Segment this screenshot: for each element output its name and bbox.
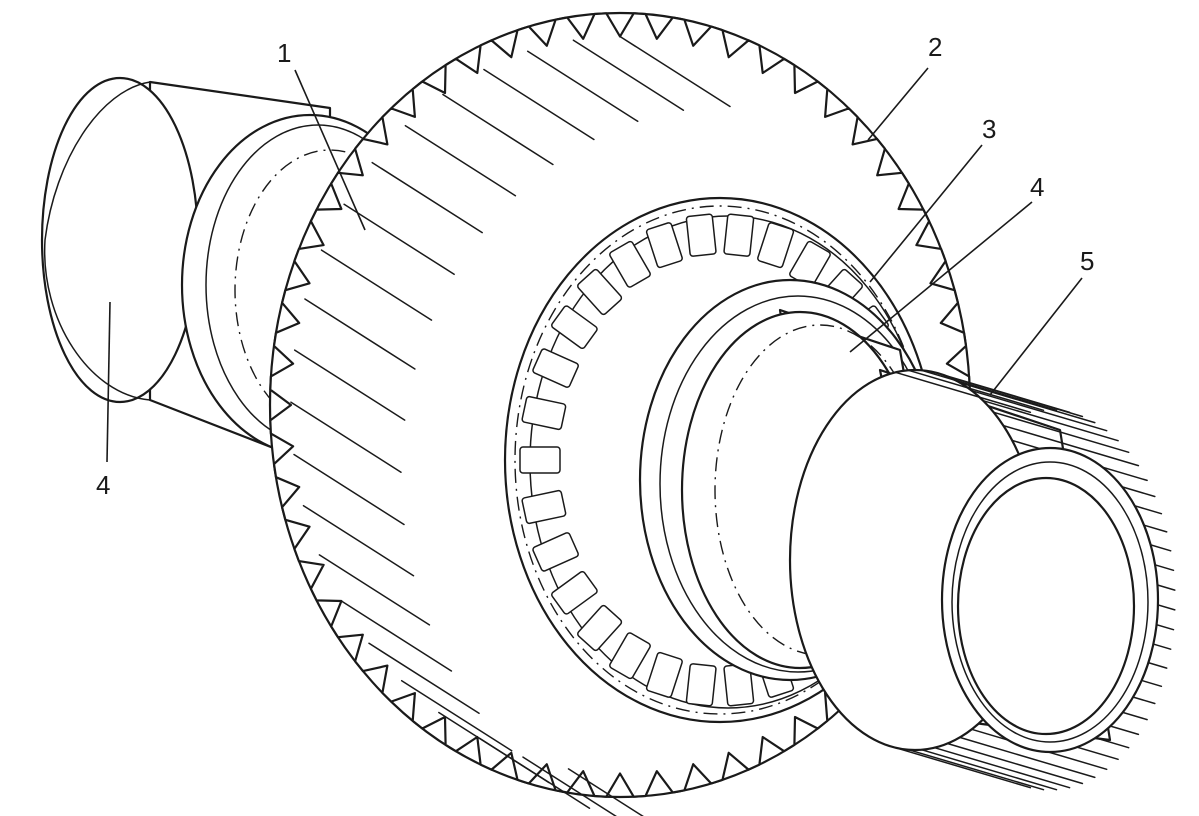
spline-ridge <box>907 369 1045 412</box>
ring-slot <box>577 268 623 316</box>
helix-flank <box>368 642 480 715</box>
helix-flank <box>567 768 644 816</box>
part-labels: 1 2 3 4 5 4 <box>96 32 1094 500</box>
spline-ridge <box>920 369 1058 412</box>
ring-slot <box>685 213 717 257</box>
leader-2 <box>867 67 929 141</box>
helix-flank <box>619 35 731 108</box>
helix-flank <box>522 756 617 816</box>
helix-flank <box>340 600 453 672</box>
spline-ridge <box>894 371 1032 414</box>
spline-ridge <box>946 375 1084 418</box>
helix-flank <box>343 203 455 276</box>
ring-slot <box>521 489 567 525</box>
helix-flank <box>442 93 554 166</box>
label-2: 2 <box>928 32 942 62</box>
leader-3 <box>869 144 983 283</box>
helix-flank <box>438 711 550 784</box>
helix-flank <box>290 401 402 473</box>
helix-flank <box>320 249 433 321</box>
leader-5 <box>989 277 1083 396</box>
helix-flank <box>293 349 406 421</box>
helix-flank <box>483 68 595 141</box>
ring-slot <box>519 446 561 474</box>
splined-shaft <box>788 368 1176 791</box>
ring-slot <box>551 570 598 615</box>
ring-slot <box>609 632 651 680</box>
gear-helix-flanks <box>290 35 731 816</box>
leader-4-top <box>849 201 1033 353</box>
label-1: 1 <box>277 38 291 68</box>
helix-flank <box>304 298 416 370</box>
ring-slot <box>609 240 651 288</box>
helix-flank <box>404 124 517 197</box>
label-5: 5 <box>1080 246 1094 276</box>
leader-1 <box>294 69 366 231</box>
helix-flank <box>318 554 431 626</box>
ring-slot <box>723 213 755 257</box>
spline-ridge <box>894 746 1032 789</box>
label-3: 3 <box>982 114 996 144</box>
spline-ridge <box>970 389 1108 432</box>
label-4-left: 4 <box>96 470 110 500</box>
helix-flank <box>572 39 685 111</box>
label-4-top: 4 <box>1030 172 1044 202</box>
spline-ridge <box>920 748 1058 791</box>
ring-slot <box>685 663 717 707</box>
ring-slot <box>532 532 579 572</box>
spline-ridge <box>992 411 1130 454</box>
spline-ridge <box>907 748 1045 791</box>
helix-flank <box>302 504 415 577</box>
spline-ridge <box>933 746 1071 789</box>
helix-flank <box>400 679 513 752</box>
spline-ridge <box>1002 424 1140 467</box>
helix-flank <box>371 161 483 234</box>
spline-ridge <box>959 736 1096 779</box>
ring-slot <box>645 222 683 269</box>
spline-ridge <box>946 742 1084 785</box>
ring-slot <box>757 222 795 269</box>
helix-flank <box>526 50 639 123</box>
leader-lines <box>106 67 1083 463</box>
ring-slot <box>551 305 598 350</box>
helix-flank <box>293 453 405 526</box>
spline-ridge <box>982 399 1119 442</box>
ring-slot <box>577 604 623 652</box>
spline-ridge <box>959 381 1096 424</box>
leader-4-left <box>106 301 111 463</box>
ring-slot <box>532 348 579 388</box>
ring-slot <box>645 651 683 698</box>
ring-slot <box>521 395 567 431</box>
